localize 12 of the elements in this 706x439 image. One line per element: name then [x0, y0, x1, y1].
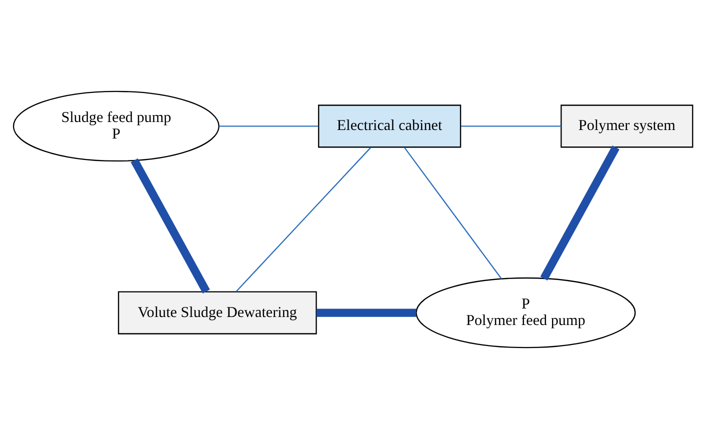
connector [404, 147, 502, 280]
connector [219, 126, 318, 127]
node-box: Volute Sludge Dewatering [118, 291, 317, 334]
node-ellipse: Sludge feed pump P [12, 90, 220, 162]
connector [316, 308, 416, 317]
connector [540, 145, 620, 281]
connector [130, 158, 210, 294]
node-box: Polymer system [560, 104, 694, 148]
connector [236, 147, 372, 292]
connector [460, 126, 562, 127]
node-ellipse: P Polymer feed pump [416, 277, 636, 348]
node-box: Electrical cabinet [318, 104, 462, 148]
